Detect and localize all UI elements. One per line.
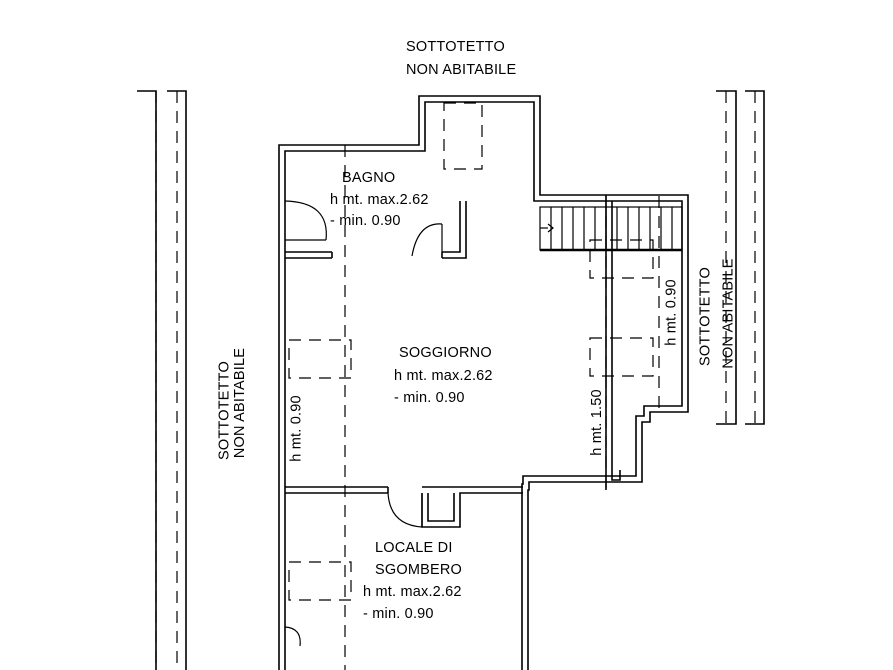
- room-hmin-soggiorno: - min. 0.90: [394, 390, 465, 406]
- door-swings: [284, 200, 443, 647]
- skylight-bagno: [443, 102, 483, 170]
- height-mark-middle-right: h mt. 1.50: [589, 389, 605, 456]
- room-name-locale-line1: LOCALE DI: [375, 540, 453, 556]
- dashed-elements: [155, 91, 756, 670]
- skylight-stairs: [589, 239, 654, 279]
- door-arc-locale: [387, 492, 423, 528]
- skylight-soggiorno-left: [288, 339, 352, 379]
- skylight-locale: [288, 561, 352, 601]
- stairs: [539, 206, 683, 251]
- room-name-locale-line2: SGOMBERO: [375, 562, 462, 578]
- left-attic-border-outer: [137, 90, 157, 670]
- height-mark-left: h mt. 0.90: [288, 395, 305, 462]
- room-hmin-bagno: - min. 0.90: [330, 213, 401, 229]
- skylight-soggiorno-right: [589, 337, 654, 377]
- attic-label-top-line1: SOTTOTETTO: [406, 39, 505, 55]
- height-mark-right: h mt. 0.90: [663, 279, 680, 346]
- room-name-bagno: BAGNO: [342, 170, 396, 186]
- room-hmax-locale: h mt. max.2.62: [363, 584, 462, 600]
- inner-wall: [284, 101, 683, 670]
- door-arc-locale-left: [284, 626, 301, 647]
- attic-label-right-line2: NON ABITABILE: [720, 258, 737, 369]
- door-arc-bagno: [411, 223, 443, 257]
- outer-wall: [278, 95, 689, 670]
- attic-label-left-line2: NON ABITABILE: [232, 347, 248, 459]
- attic-label-top-line2: NON ABITABILE: [406, 62, 517, 78]
- room-hmax-bagno: h mt. max.2.62: [330, 192, 429, 208]
- attic-label-right-line1: SOTTOTETTO: [697, 267, 714, 366]
- room-hmax-soggiorno: h mt. max.2.62: [394, 368, 493, 384]
- room-name-soggiorno: SOGGIORNO: [399, 345, 492, 361]
- door-arc-bagno-left: [284, 200, 327, 241]
- room-hmin-locale: - min. 0.90: [363, 606, 434, 622]
- left-attic-border-inner: [167, 90, 187, 670]
